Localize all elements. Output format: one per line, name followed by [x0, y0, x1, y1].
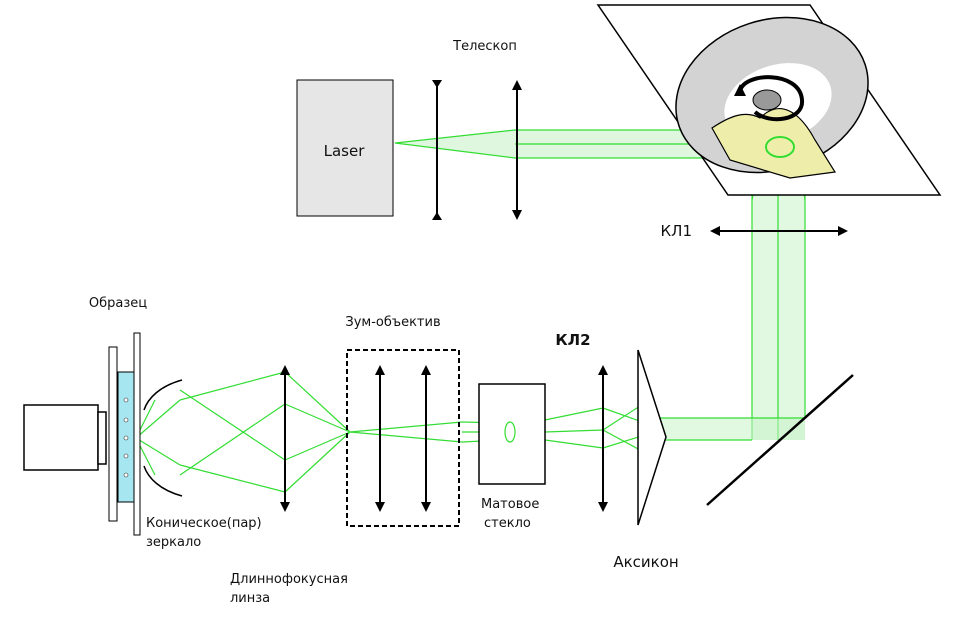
- laser-label: Laser: [324, 142, 366, 160]
- axicon-shape: [637, 349, 667, 526]
- sample-label: Образец: [89, 296, 147, 311]
- disk-hub: [752, 89, 782, 111]
- conic-mirror-label-line2: зеркало: [146, 535, 201, 550]
- kl1-label: КЛ1: [661, 222, 692, 240]
- kl2-lens: КЛ2: [555, 331, 608, 512]
- beam-paths: [135, 129, 806, 493]
- conic-mirror-label-line1: Коническое(пар): [146, 516, 262, 531]
- matte-glass-label-line2: стекло: [484, 516, 531, 531]
- objective-body: [23, 404, 99, 471]
- spinning-disk-assembly: [596, 4, 942, 196]
- axicon: Аксикон: [613, 349, 679, 571]
- zoom-box: [346, 349, 460, 527]
- matte-glass-label-line1: Матовое: [481, 497, 539, 512]
- matte-glass: Матовое стекло: [478, 383, 546, 531]
- long-focus-lens: Длиннофокусная линза: [230, 365, 348, 606]
- laser-box: [296, 79, 394, 217]
- folding-mirror: [706, 374, 854, 506]
- objective-lens: [23, 404, 107, 471]
- matte-glass-box: [478, 383, 546, 485]
- rotation-arrow-icon: [738, 75, 804, 122]
- sample-slide-left: [108, 346, 118, 522]
- sample: Образец: [89, 296, 147, 536]
- conical-mirror: Коническое(пар) зеркало: [143, 379, 262, 550]
- kl2-label: КЛ2: [555, 331, 590, 349]
- laser-unit: Laser: [296, 79, 394, 217]
- telescope-label: Телескоп: [452, 39, 517, 54]
- yellow-region: [711, 108, 837, 179]
- beam-spot: [765, 136, 795, 158]
- zoom-objective: Зум-объектив: [345, 315, 460, 527]
- zoom-label: Зум-объектив: [345, 315, 440, 330]
- long-focus-label-line2: линза: [230, 591, 270, 606]
- sample-slide-right: [133, 332, 141, 536]
- telescope: Телескоп: [432, 39, 522, 220]
- kl1-lens: КЛ1: [661, 222, 848, 240]
- objective-tip: [97, 411, 107, 465]
- axicon-label: Аксикон: [613, 553, 678, 571]
- long-focus-label-line1: Длиннофокусная: [230, 572, 348, 587]
